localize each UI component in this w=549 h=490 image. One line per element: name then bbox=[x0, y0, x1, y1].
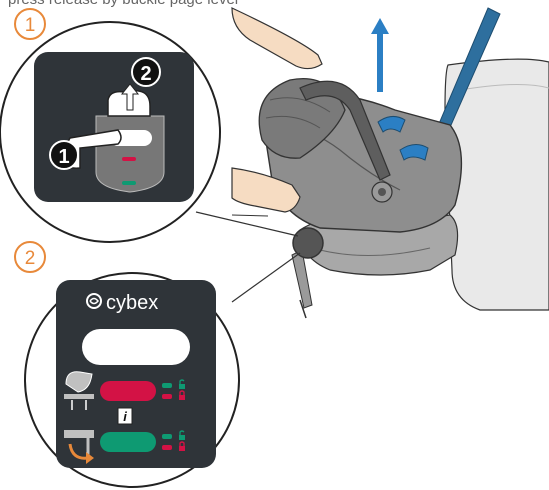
step1-badge-lift: 2 bbox=[132, 58, 160, 86]
red-status-bar bbox=[100, 381, 156, 401]
display-window bbox=[82, 329, 190, 365]
red-indicator bbox=[122, 157, 136, 161]
up-arrow-icon bbox=[371, 18, 389, 92]
green-indicator bbox=[122, 181, 136, 185]
green-status-bar bbox=[100, 432, 156, 452]
info-icon: i bbox=[118, 408, 132, 424]
step1-number: 1 bbox=[25, 15, 36, 36]
brand-text: cybex bbox=[106, 292, 158, 314]
base-release-button bbox=[293, 228, 323, 258]
info-symbol: i bbox=[123, 409, 127, 424]
step2-number: 2 bbox=[25, 248, 36, 269]
handle-plate bbox=[96, 116, 164, 192]
press-badge-number: 1 bbox=[58, 146, 69, 168]
lift-badge-number: 2 bbox=[140, 63, 151, 85]
step1-badge-press: 1 bbox=[50, 141, 78, 169]
upper-arm bbox=[232, 8, 322, 69]
